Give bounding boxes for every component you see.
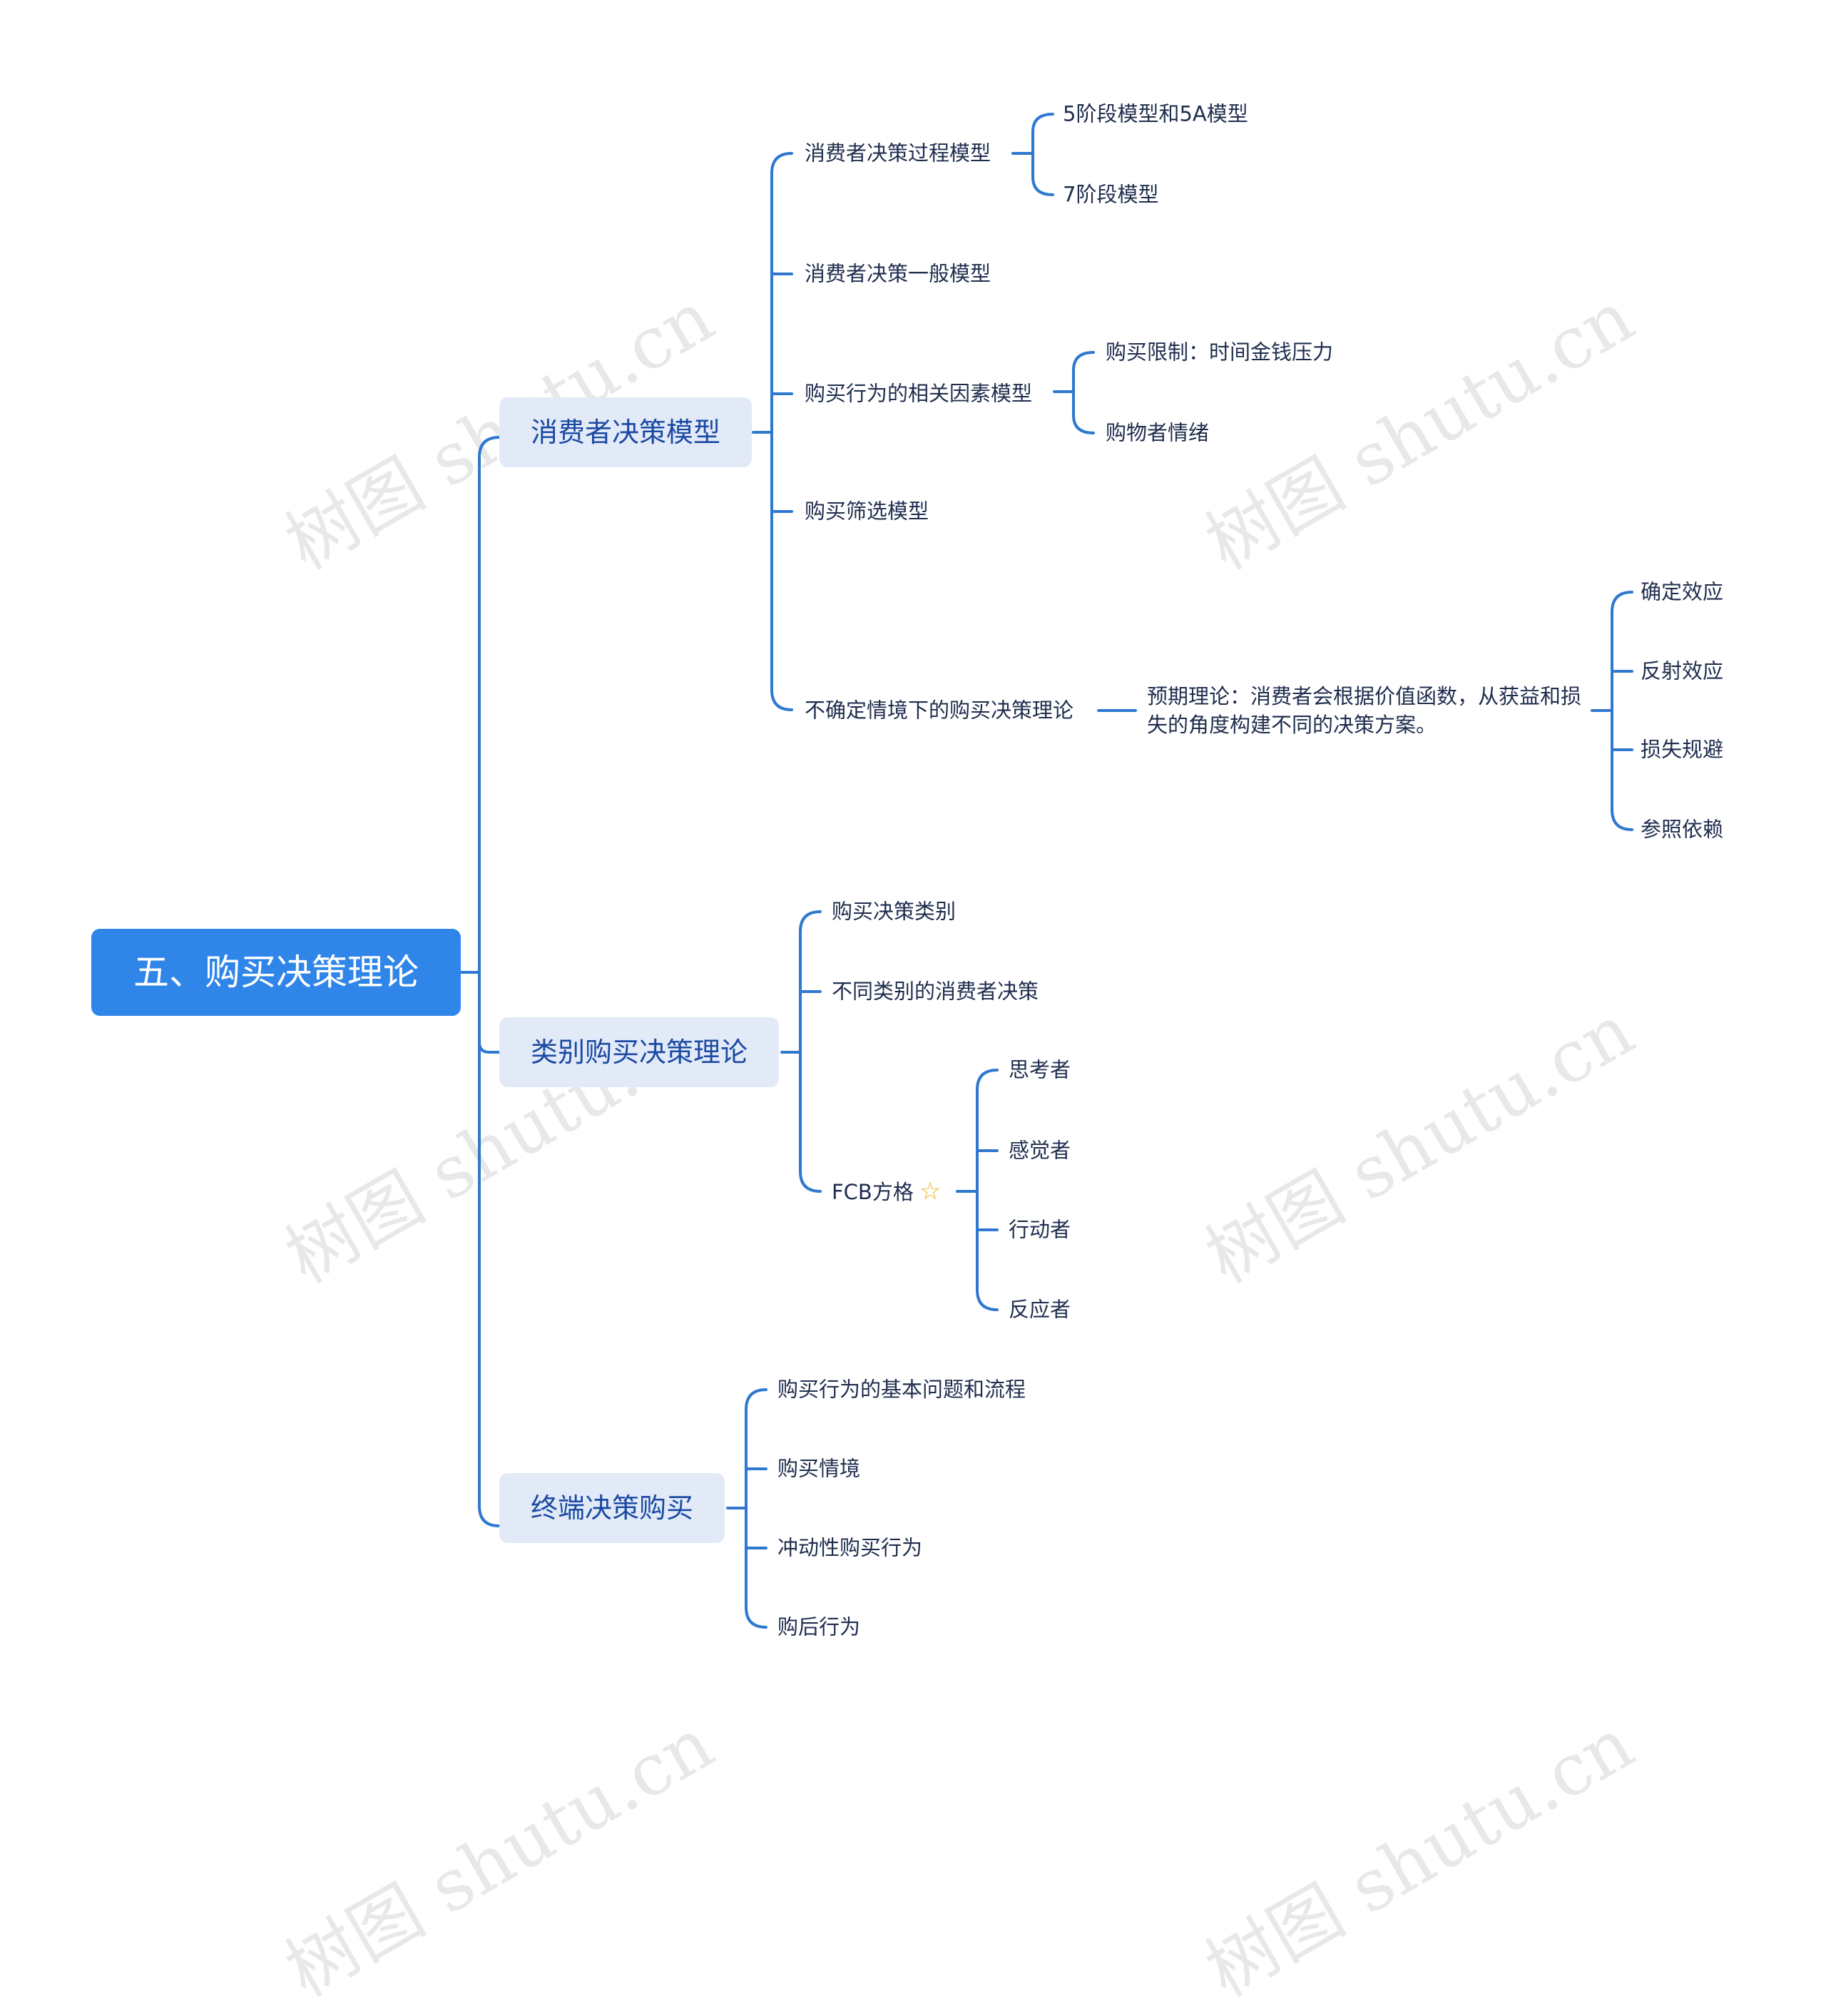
- topic-related-factors-model[interactable]: 购买行为的相关因素模型: [805, 381, 1033, 406]
- topic-purchase-situation[interactable]: 购买情境: [777, 1456, 861, 1481]
- topic-basic-issues-process[interactable]: 购买行为的基本问题和流程: [777, 1377, 1026, 1402]
- subtopic-prospect-theory[interactable]: 预期理论：消费者会根据价值函数，从获益和损失的角度构建不同的决策方案。: [1147, 684, 1582, 737]
- subtopic-loss-aversion[interactable]: 损失规避: [1641, 737, 1724, 762]
- topic-category-consumer-decision[interactable]: 不同类别的消费者决策: [832, 979, 1039, 1004]
- subtopic-doer[interactable]: 行动者: [1009, 1217, 1071, 1242]
- topic-fcb-grid[interactable]: FCB方格☆: [832, 1179, 941, 1203]
- subtopic-thinker[interactable]: 思考者: [1009, 1057, 1071, 1082]
- connector-lines: [459, 113, 1633, 1629]
- topic-purchase-screening-model[interactable]: 购买筛选模型: [805, 499, 929, 524]
- branch-category-purchase-theory[interactable]: 类别购买决策理论: [499, 1017, 780, 1087]
- root-topic[interactable]: 五、购买决策理论: [91, 929, 461, 1016]
- subtopic-7-stage-model[interactable]: 7阶段模型: [1063, 182, 1159, 207]
- subtopic-feeler[interactable]: 感觉者: [1009, 1138, 1071, 1163]
- subtopic-reactor[interactable]: 反应者: [1009, 1297, 1071, 1322]
- topic-decision-process-model[interactable]: 消费者决策过程模型: [805, 141, 991, 166]
- subtopic-certainty-effect[interactable]: 确定效应: [1641, 579, 1724, 604]
- branch-consumer-decision-model[interactable]: 消费者决策模型: [499, 397, 753, 467]
- topic-general-decision-model[interactable]: 消费者决策一般模型: [805, 261, 991, 286]
- subtopic-reflection-effect[interactable]: 反射效应: [1641, 658, 1724, 683]
- subtopic-reference-dependence[interactable]: 参照依赖: [1641, 817, 1724, 842]
- topic-post-purchase[interactable]: 购后行为: [777, 1614, 861, 1639]
- branch-terminal-decision[interactable]: 终端决策购买: [499, 1473, 725, 1543]
- topic-uncertainty-theory[interactable]: 不确定情境下的购买决策理论: [805, 698, 1074, 723]
- topic-impulse-buying[interactable]: 冲动性购买行为: [777, 1535, 923, 1560]
- topic-purchase-decision-category[interactable]: 购买决策类别: [832, 899, 957, 924]
- star-icon: ☆: [919, 1177, 942, 1206]
- subtopic-5-stage-model[interactable]: 5阶段模型和5A模型: [1063, 101, 1248, 126]
- subtopic-purchase-limits[interactable]: 购买限制：时间金钱压力: [1106, 340, 1334, 365]
- subtopic-shopper-emotion[interactable]: 购物者情绪: [1106, 420, 1210, 445]
- fcb-grid-label: FCB方格: [832, 1180, 914, 1204]
